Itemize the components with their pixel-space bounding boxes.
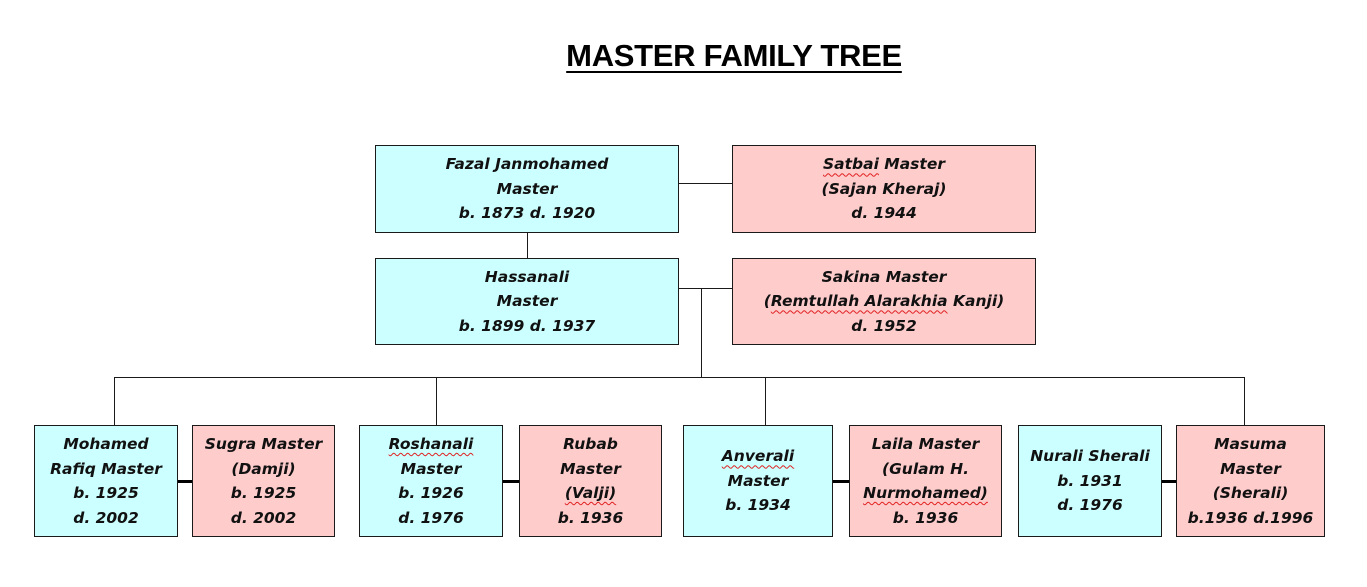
person-name: Rafiq Master	[50, 459, 162, 478]
person-surname: Master	[496, 179, 558, 198]
marriage-connector	[833, 480, 849, 483]
person-rubab-master: Rubab Master (Valji) b. 1936	[519, 425, 662, 537]
person-maiden-name: (Sajan Kheraj)	[821, 179, 947, 198]
children-bar	[114, 377, 1245, 379]
person-birth: b. 1936	[557, 508, 624, 527]
person-name: Fazal Janmohamed	[445, 155, 609, 174]
person-maiden-name: (Damji)	[231, 459, 296, 478]
person-name: Satbai Master	[823, 155, 945, 174]
person-sugra-master: Sugra Master (Damji) b. 1925 d. 2002	[192, 425, 335, 537]
person-name: Rubab	[563, 435, 618, 453]
person-sakina-master: Sakina Master (Remtullah Alarakhia Kanji…	[732, 258, 1036, 345]
person-laila-master: Laila Master (Gulam H. Nurmohamed) b. 19…	[849, 425, 1002, 537]
person-birth: b. 1926	[398, 484, 464, 502]
person-maiden-name: (Sherali)	[1212, 484, 1289, 502]
person-maiden-name: (Valji)	[564, 484, 617, 502]
person-name: Anverali	[721, 447, 795, 466]
person-birth: b. 1934	[725, 496, 791, 515]
person-surname: Master	[496, 292, 558, 311]
person-dates: d. 1944	[851, 204, 917, 223]
person-death: d. 2002	[73, 508, 139, 527]
person-fazal-janmohamed-master: Fazal Janmohamed Master b. 1873 d. 1920	[375, 145, 679, 233]
person-name: Laila Master	[871, 435, 980, 453]
person-dates: b. 1899 d. 1937	[458, 316, 596, 335]
person-dates: b.1936 d.1996	[1187, 508, 1314, 527]
person-birth: b. 1931	[1057, 471, 1123, 490]
marriage-connector	[679, 288, 732, 290]
child-drop-connector	[1244, 377, 1246, 425]
person-maiden-name: (Remtullah Alarakhia Kanji)	[763, 292, 1005, 311]
person-name: Sugra Master	[204, 435, 323, 453]
descent-connector	[701, 288, 703, 378]
person-birth: b. 1925	[230, 484, 297, 502]
person-death: d. 1976	[398, 508, 464, 527]
person-surname: Master	[1220, 459, 1281, 478]
person-surname: Master	[727, 471, 789, 490]
person-name: Hassanali	[484, 267, 570, 286]
person-name: Masuma	[1214, 435, 1287, 453]
spellcheck-word: Satbai	[823, 155, 879, 174]
person-surname: Master	[560, 459, 621, 478]
person-anverali-master: Anverali Master b. 1934	[683, 425, 833, 537]
person-surname: Master	[400, 459, 462, 478]
child-drop-connector	[436, 377, 438, 425]
page-title: MASTER FAMILY TREE	[566, 38, 902, 73]
marriage-connector	[503, 480, 519, 483]
marriage-connector	[679, 183, 732, 185]
person-masuma-master: Masuma Master (Sherali) b.1936 d.1996	[1176, 425, 1325, 537]
child-drop-connector	[765, 377, 767, 425]
person-hassanali-master: Hassanali Master b. 1899 d. 1937	[375, 258, 679, 345]
descent-connector	[527, 233, 529, 258]
spellcheck-word: Remtullah Alarakhia	[770, 292, 948, 311]
person-name: Nurali Sherali	[1030, 447, 1150, 466]
child-drop-connector	[114, 377, 116, 425]
person-birth: b. 1925	[73, 484, 139, 502]
person-satbai-master: Satbai Master (Sajan Kheraj) d. 1944	[732, 145, 1036, 233]
marriage-connector	[178, 480, 192, 483]
person-maiden-name: Nurmohamed)	[863, 484, 988, 502]
person-roshanali-master: Roshanali Master b. 1926 d. 1976	[359, 425, 503, 537]
person-death: d. 2002	[230, 508, 297, 527]
marriage-connector	[1162, 480, 1176, 483]
person-maiden-name: (Gulam H.	[881, 459, 970, 478]
person-birth: b. 1936	[892, 508, 959, 527]
person-name: Roshanali	[388, 435, 474, 453]
person-mohamed-rafiq-master: Mohamed Rafiq Master b. 1925 d. 2002	[34, 425, 178, 537]
person-nurali-sherali: Nurali Sherali b. 1931 d. 1976	[1018, 425, 1162, 537]
person-dates: b. 1873 d. 1920	[458, 204, 596, 223]
person-death: d. 1976	[1057, 496, 1123, 515]
person-name: Sakina Master	[821, 267, 947, 286]
person-name: Mohamed	[63, 435, 149, 453]
person-dates: d. 1952	[851, 316, 917, 335]
